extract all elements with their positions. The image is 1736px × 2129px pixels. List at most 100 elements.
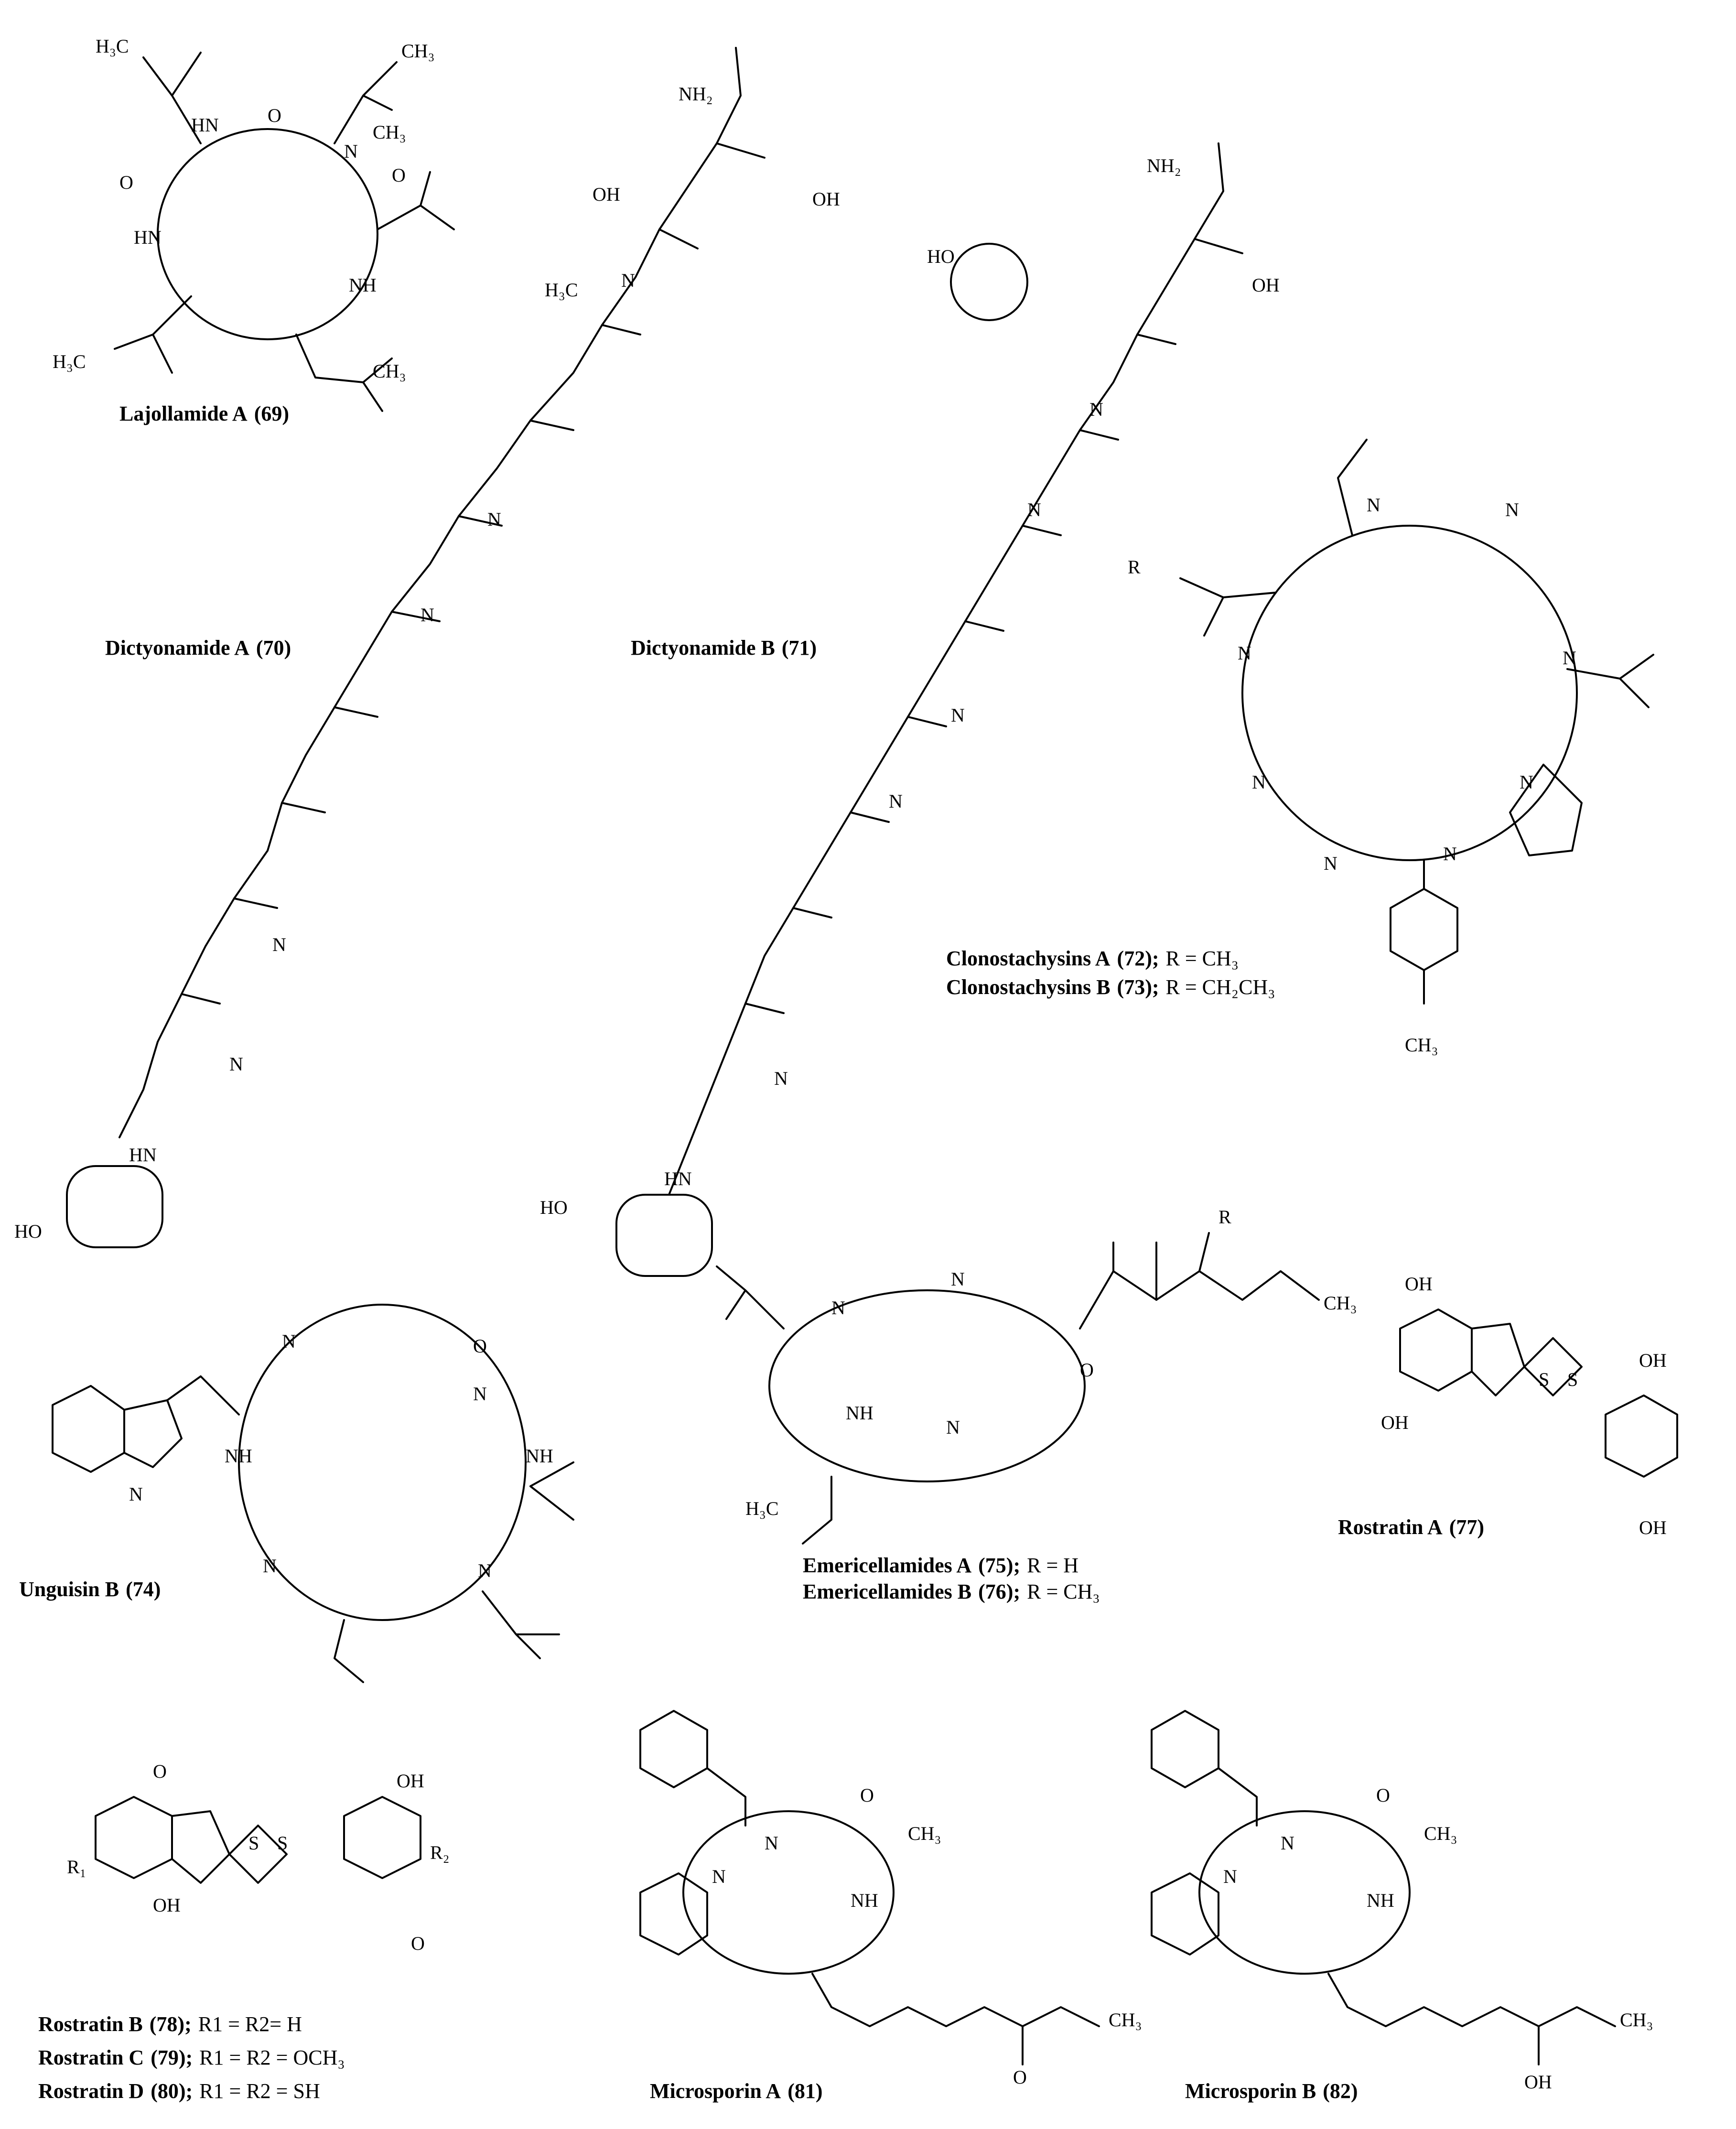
structure-microsporin-a: O CH₃ CH₃ O NH N N Microsporin A (81) [639,1710,1142,2103]
atom-ch3: CH₃ [401,40,435,62]
atom-h3c: H₃C [96,35,129,57]
atom-s: S [248,1832,259,1854]
label-rostratin-b: Rostratin B (78); R1 = R2= H [38,2012,302,2036]
atom-nh: NH [349,274,377,296]
atom-o: O [411,1933,425,1954]
atom-n: N [889,790,903,812]
atom-n: N [487,508,501,530]
atom-n: N [1367,494,1380,516]
atom-n: N [1252,771,1266,793]
structure-dictyonamide-b: NH₂ HO OH N N N N N HN HO Dictyonamide B… [540,142,1280,1277]
label-clonostachysins-a: Clonostachysins A (72); R = CH₃ [946,947,1239,970]
atom-n: N [1027,499,1041,520]
atom-n: N [951,704,965,726]
structure-lajollamide-a: O O O HN HN NH N CH₃ H₃C CH₃ H₃C CH₃ Laj… [53,35,455,425]
label-rostratin-a: Rostratin A (77) [1338,1515,1484,1539]
atom-n: N [1089,399,1103,420]
atom-ch3: CH₃ [1324,1292,1357,1314]
atom-s: S [1539,1369,1549,1390]
atom-n: N [712,1866,726,1887]
atom-ho: HO [927,246,955,267]
atom-n: N [282,1330,296,1352]
atom-hn: HN [134,227,162,248]
atom-nh: NH [846,1402,873,1424]
atom-n: N [774,1068,788,1089]
atom-n: N [1223,1866,1237,1887]
atom-n: N [621,270,635,291]
atom-n: N [129,1483,143,1505]
atom-oh: OH [1639,1517,1667,1538]
atom-ch3: CH₃ [1424,1823,1457,1844]
atom-oh: OH [1405,1273,1433,1295]
atom-o: O [392,164,406,186]
structure-dictyonamide-a: NH₂ OH OH H₃C N N N N N HN HO Dictyonami… [14,47,840,1248]
atom-o: O [119,172,133,193]
atom-oh: OH [1639,1350,1667,1371]
structure-clonostachysins: R CH₃ N N N N N N N N Clonostachysins A … [946,439,1654,1056]
atom-oh: OH [1381,1412,1409,1433]
atom-nh: NH [851,1890,878,1911]
atom-n: N [1324,853,1337,874]
atom-nh: NH [526,1445,553,1467]
atom-o: O [1376,1784,1390,1806]
atom-n: N [229,1053,243,1075]
label-emericellamides-a: Emericellamides A (75); R = H [803,1554,1078,1577]
atom-o: O [1013,2066,1027,2088]
atom-nh: NH [1367,1890,1394,1911]
structure-rostratin-a: OH OH OH OH S S Rostratin A (77) [1338,1273,1678,1539]
atom-n: N [473,1383,487,1405]
atom-oh: OH [812,188,840,210]
structure-microsporin-b: OH CH₃ CH₃ O NH N N Microsporin B (82) [1151,1710,1653,2103]
atom-ch3: CH₃ [1620,2009,1653,2031]
atom-o: O [153,1761,167,1782]
atom-s: S [1567,1369,1578,1390]
atom-n: N [272,934,286,955]
atom-oh: OH [593,184,620,205]
atom-n: N [1563,647,1576,669]
atom-o: O [473,1335,487,1357]
atom-n: N [263,1555,277,1577]
label-unguisin-b: Unguisin B (74) [19,1578,161,1601]
atom-n: N [765,1832,778,1854]
atom-n: N [421,604,434,626]
atom-s: S [277,1832,288,1854]
atom-ch3: CH₃ [373,121,406,143]
label-clonostachysins-b: Clonostachysins B (73); R = CH₂CH₃ [946,975,1275,999]
label-rostratin-c: Rostratin C (79); R1 = R2 = OCH₃ [38,2046,345,2069]
atom-r: R [1218,1206,1231,1228]
atom-ho: HO [14,1221,42,1242]
label-rostratin-d: Rostratin D (80); R1 = R2 = SH [38,2079,320,2103]
atom-hn: HN [664,1168,692,1189]
atom-n: N [344,140,358,162]
label-dictyonamide-b: Dictyonamide B (71) [631,636,817,659]
atom-oh: OH [153,1894,181,1916]
atom-h: NH₂ [679,83,713,105]
atom-h3c: H₃C [545,279,578,301]
atom-r1: R₁ [67,1856,86,1878]
atom-n: N [831,1297,845,1318]
atom-ch3: CH₃ [373,360,406,382]
atom-ch3: CH₃ [1109,2009,1142,2031]
atom-n: N [1443,843,1457,865]
structure-rostratin-bcd: O R₁ R₂ OH OH O S S Rostratin B (78); R1… [38,1761,450,2103]
atom-n: N [951,1268,965,1290]
atom-n: N [1505,499,1519,520]
label-lajollamide-a: Lajollamide A (69) [119,402,289,425]
label-emericellamides-b: Emericellamides B (76); R = CH₃ [803,1580,1100,1603]
atom-h3c: H₃C [53,351,86,372]
atom-ch3: CH₃ [1405,1034,1438,1056]
atom-n: N [1238,642,1251,664]
atom-oh: OH [1524,2071,1552,2093]
label-microsporin-b: Microsporin B (82) [1185,2079,1358,2103]
atom-n: N [1520,771,1533,793]
atom-o: O [1080,1359,1094,1381]
atom-ch3: CH₃ [908,1823,941,1844]
atom-o: O [268,105,281,126]
atom-oh: OH [1252,274,1280,296]
atom-nh2: NH₂ [1147,155,1181,176]
atom-oh: OH [397,1770,424,1792]
structure-emericellamides: R CH₃ H₃C N N O NH N Emericellamides A (… [716,1206,1357,1603]
atom-n: N [478,1560,492,1581]
atom-h: N [946,1416,960,1438]
